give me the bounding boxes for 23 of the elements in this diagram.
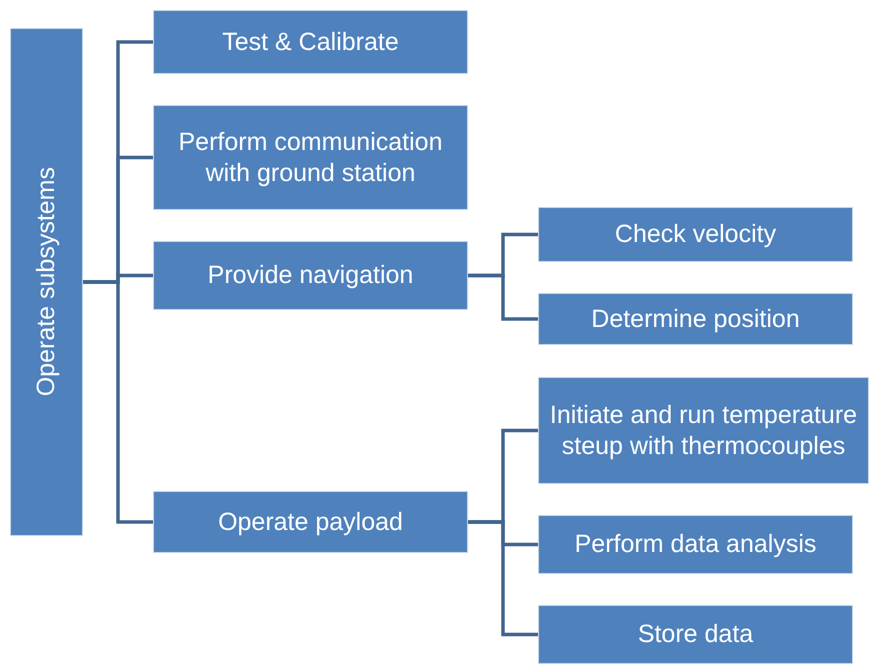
process-box <box>538 293 853 345</box>
box-label: Check velocity <box>614 219 776 250</box>
box-label: Initiate and run temperature steup with thermocouples <box>548 400 858 461</box>
process-box <box>538 207 853 262</box>
process-box <box>538 377 869 484</box>
process-box <box>153 105 468 210</box>
process-box <box>153 241 468 310</box>
connector-line <box>468 274 538 321</box>
process-box <box>538 605 853 664</box>
box-label: Determine position <box>591 304 800 334</box>
box-label: Operate subsystems <box>31 167 62 397</box>
process-box <box>10 28 83 536</box>
box-label: Perform data analysis <box>574 529 816 560</box>
box-label: Perform communication with ground station <box>178 127 444 188</box>
box-label: Provide navigation <box>208 260 414 291</box>
box-label: Test & Calibrate <box>222 26 399 58</box>
connector-line <box>83 280 153 524</box>
box-label: Operate payload <box>218 506 403 538</box>
process-box <box>538 515 853 574</box>
connector-line <box>468 520 538 636</box>
process-box <box>153 491 468 553</box>
box-label: Store data <box>638 619 754 650</box>
process-box <box>153 10 468 74</box>
